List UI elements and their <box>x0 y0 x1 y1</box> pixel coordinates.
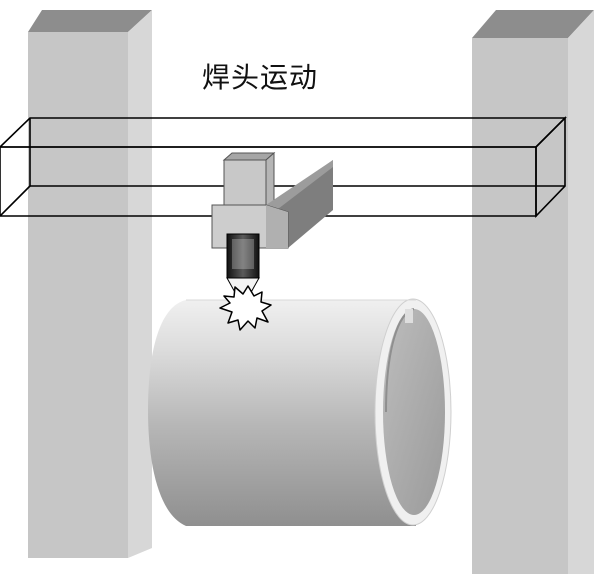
pipe-icon <box>148 298 452 526</box>
spark-icon <box>219 285 272 331</box>
diagram-caption: 焊头运动 <box>202 61 319 94</box>
welding-head-icon <box>211 151 333 297</box>
right-column <box>472 10 594 574</box>
beam-wireframe <box>0 116 567 218</box>
left-column <box>28 10 152 558</box>
